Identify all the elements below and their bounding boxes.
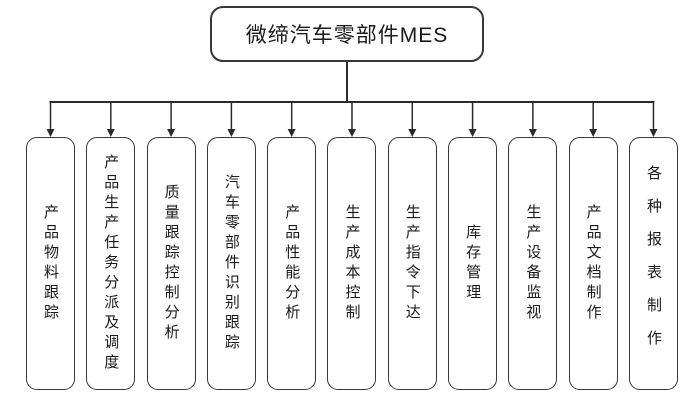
- module-node: 各种报表制作: [628, 137, 678, 390]
- module-node: 库存管理: [448, 137, 498, 390]
- module-node: 质量跟踪控制分析: [146, 137, 196, 390]
- module-node-label: 生产指令下达: [403, 203, 421, 324]
- module-node: 汽车零部件识别跟踪: [206, 137, 256, 390]
- module-node-label: 产品生产任务分派及调度: [102, 153, 120, 374]
- module-node: 产品生产任务分派及调度: [86, 137, 136, 390]
- module-node-label: 库存管理: [464, 223, 482, 304]
- module-node-label: 产品文档制作: [584, 203, 602, 324]
- module-node-label: 质量跟踪控制分析: [162, 183, 180, 344]
- module-node-label: 产品性能分析: [283, 203, 301, 324]
- level2-row: 产品物料跟踪 产品生产任务分派及调度 质量跟踪控制分析 汽车零部件识别跟踪 产品性能分析…: [26, 137, 678, 390]
- module-node-label: 产品物料跟踪: [42, 203, 59, 324]
- module-node-label: 生产设备监视: [524, 203, 542, 324]
- module-node: 生产指令下达: [387, 137, 437, 390]
- root-node-label: 微缔汽车零部件MES: [245, 24, 449, 47]
- module-node: 生产设备监视: [508, 137, 558, 390]
- module-node: 产品文档制作: [568, 137, 618, 390]
- module-node: 生产成本控制: [327, 137, 377, 390]
- module-node: 产品性能分析: [267, 137, 317, 390]
- module-node: 产品物料跟踪: [26, 137, 75, 390]
- module-node-label: 汽车零部件识别跟踪: [222, 173, 240, 354]
- root-node-mes: 微缔汽车零部件MES: [210, 6, 484, 62]
- module-node-label: 生产成本控制: [343, 203, 361, 324]
- module-node-label: 各种报表制作: [644, 164, 662, 363]
